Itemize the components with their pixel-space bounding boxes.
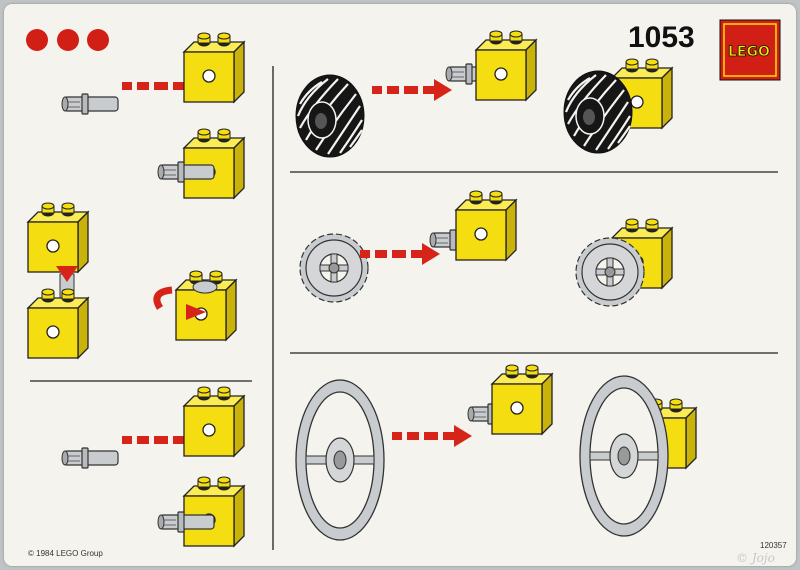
step-brick-stack [28,203,88,358]
step-wheel [296,365,552,540]
step-tyre-result [564,59,672,153]
step-gear-result [576,219,672,306]
watermark: © Jojo [736,551,775,565]
step-wheel-result [580,376,696,536]
instruction-illustration: 1053 LEGO [4,4,796,566]
step-axle-result [158,477,244,546]
dot-3 [87,29,109,51]
logo-text: LEGO [728,44,770,60]
brand-logo: LEGO [720,20,780,80]
set-number: 1053 [628,21,695,54]
step-brick-rotate [157,271,236,340]
instruction-sheet: 1053 LEGO [4,4,796,566]
step-tyre [296,31,536,157]
step-pin-result [158,129,244,198]
step-gear [300,191,516,302]
part-number: 120357 [760,541,787,550]
dot-1 [26,29,48,51]
copyright-text: © 1984 LEGO Group [28,549,103,558]
indicator-dots [26,29,109,51]
step-axle-insert [62,387,244,468]
dot-2 [57,29,79,51]
